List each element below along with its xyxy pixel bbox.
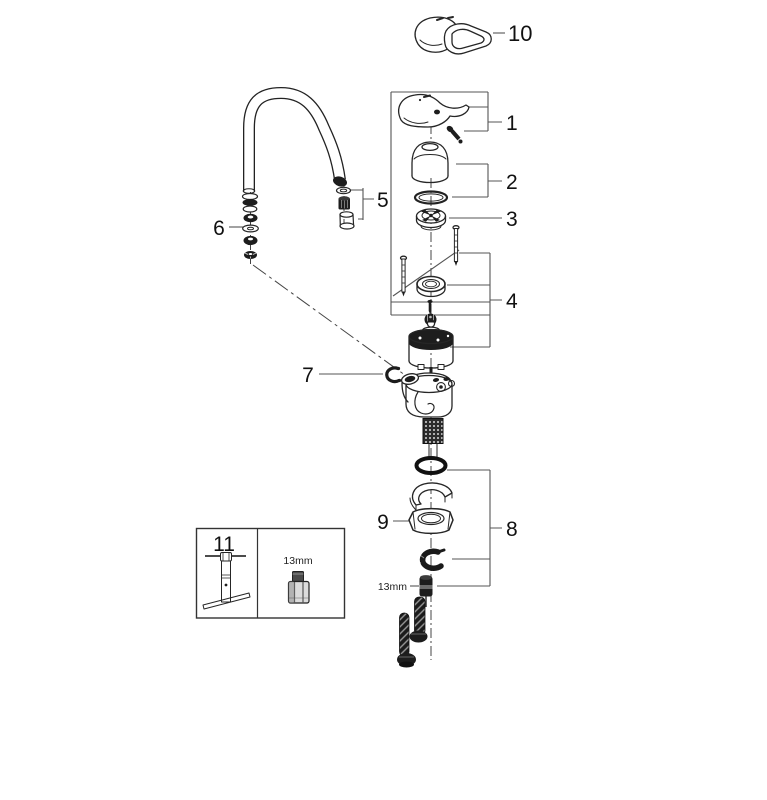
part10-handle-drawing [414,16,492,55]
part4-fixing-screws [399,225,460,297]
part6-label: 6 [213,217,225,240]
bracket-part2 [452,163,502,198]
part5-label: 5 [377,189,389,212]
union-nut-size-label: 13mm [378,581,407,593]
socket-adapter-13mm-drawing [287,571,310,604]
part8-horseshoe-washer-drawing [409,482,453,511]
part11-label: 11 [213,533,235,556]
bracket-part8 [437,469,502,587]
part4-escutcheon-ring [416,275,446,298]
spout-drawing [242,86,348,194]
part8-c-washer-drawing [416,548,446,572]
supply-hoses-drawing [397,596,428,668]
part7-label: 7 [302,364,314,387]
part1-screw [446,125,463,144]
part9-label: 9 [377,511,389,534]
part3-label: 3 [506,208,518,231]
part7-snap-ring-drawing [385,366,402,384]
bracket-part1 [461,92,502,132]
part6-seal-stack-drawing [242,213,259,259]
tool-box-part11 [195,527,346,619]
part1-lever-drawing [398,93,470,144]
part10-label: 10 [508,21,532,46]
part2-cap-drawing [411,141,449,205]
part2-label: 2 [506,171,518,194]
body-threaded-shank [422,418,444,444]
spout-collar-rings [241,192,259,213]
part9-mounting-nut-drawing [408,507,454,535]
callout-labels: 10 1 2 3 4 5 6 7 8 9 11 13mm 13mm [213,21,532,593]
part2-oring [413,190,449,205]
bracket-part4 [391,252,502,348]
part4-label: 4 [506,290,518,313]
faucet-body-drawing [400,372,456,458]
socket-wrench-tool-drawing [202,552,251,610]
spout-to-body-axis [252,264,410,379]
part1-label: 1 [506,112,518,135]
body-spout-socket [400,373,420,385]
union-nut-13mm-drawing [419,575,433,607]
part5-aerator-stack-drawing [335,186,355,230]
callout-brackets [229,32,505,587]
part3-disc-drawing [415,208,447,231]
part8-label: 8 [506,518,518,541]
bracket-part5 [350,188,374,220]
part8-oring-drawing [414,456,448,475]
part4-cartridge-drawing [408,319,454,373]
group-bracket-left [390,91,488,315]
tool-box-size-label: 13mm [283,555,312,567]
